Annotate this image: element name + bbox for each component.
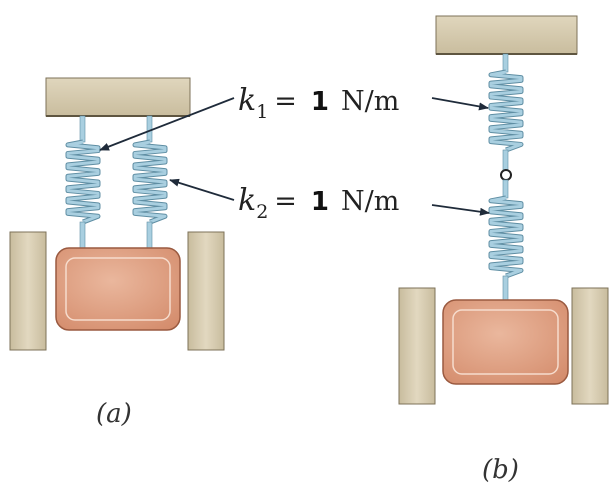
k1-subscript: 1 — [256, 101, 268, 123]
caption-b: (b) — [482, 455, 519, 485]
arrow-k1-to-spring-a-left — [99, 97, 235, 151]
ceiling-a — [45, 77, 191, 117]
svg-text:k1=1N/m: k1=1N/m — [238, 83, 399, 123]
k2-value: 1 — [311, 187, 329, 217]
k1-unit: N/m — [341, 86, 399, 117]
k1-value: 1 — [311, 87, 329, 117]
figure-a: (a) — [9, 77, 225, 429]
wall-b-left — [398, 287, 436, 405]
k2-subscript: 2 — [256, 201, 268, 223]
wall-a-right — [187, 231, 225, 351]
spring-a-left — [65, 115, 101, 249]
k2-symbol: k — [238, 183, 256, 218]
ceiling-b — [435, 15, 578, 55]
k2-equals: = — [274, 186, 297, 217]
svg-text:k2=1N/m: k2 = 1 N/m — [238, 183, 399, 223]
spring-a-right — [132, 115, 168, 249]
arrow-k2-to-spring-b-lower — [431, 204, 490, 216]
spring-b-lower — [488, 179, 524, 301]
mass-a — [55, 247, 181, 331]
arrow-k1-to-spring-b-upper — [431, 97, 489, 111]
spring-connector-ring — [500, 169, 512, 181]
figure-b: (b) — [398, 15, 609, 485]
k1-equals: = — [274, 86, 297, 117]
k1-symbol: k — [238, 83, 256, 118]
spring-b-upper — [488, 53, 524, 171]
mass-b — [442, 299, 569, 385]
arrow-k2-to-spring-a-right — [169, 178, 235, 201]
k2-unit: N/m — [341, 186, 399, 217]
label-k2: k2 = 1 N/m — [238, 183, 399, 223]
wall-a-left — [9, 231, 47, 351]
wall-b-right — [571, 287, 609, 405]
caption-a: (a) — [96, 399, 132, 429]
